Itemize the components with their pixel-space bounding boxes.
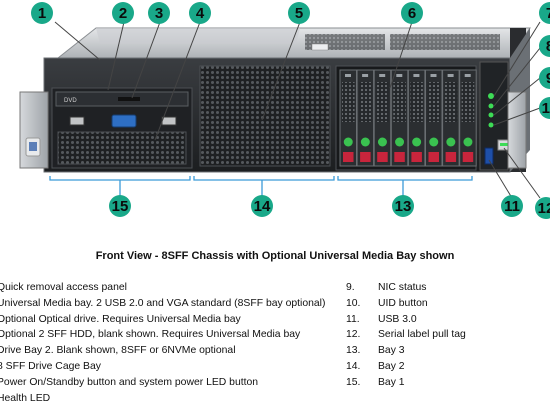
callout-9: 9 bbox=[539, 67, 550, 89]
legend-label: Bay 1 bbox=[378, 376, 405, 388]
callout-4: 4 bbox=[189, 2, 211, 24]
callout-label: 11 bbox=[504, 198, 520, 215]
callout-6: 6 bbox=[401, 2, 423, 24]
legend-number: 10. bbox=[346, 297, 361, 309]
legend-label: Serial label pull tag bbox=[378, 329, 466, 341]
callout-7: 7 bbox=[539, 2, 550, 24]
uid-button-icon[interactable] bbox=[488, 122, 494, 128]
sff-drive-carrier[interactable] bbox=[425, 69, 443, 167]
callout-10: 10 bbox=[539, 97, 550, 119]
legend-item-5: Drive Bay 2. Blank shown, 8SFF or 6NVMe … bbox=[0, 345, 236, 357]
callout-label: 13 bbox=[395, 198, 412, 215]
chassis-top bbox=[56, 27, 531, 59]
legend-number: 15. bbox=[346, 376, 361, 388]
svg-text:DVD: DVD bbox=[64, 98, 77, 104]
legend-item-10: 10. UID button bbox=[346, 296, 546, 312]
universal-media-bay: DVD bbox=[51, 87, 193, 169]
leader-lines bbox=[54, 21, 541, 199]
legend-number: 13. bbox=[346, 345, 361, 357]
callout-label: 6 bbox=[408, 5, 416, 22]
callout-label: 15 bbox=[112, 198, 129, 215]
legend-left: Quick removal access panel Universal Med… bbox=[0, 280, 332, 406]
callout-14: 14 bbox=[251, 195, 273, 217]
callout-label: 8 bbox=[546, 38, 550, 55]
legend-label: NIC status bbox=[378, 282, 427, 293]
callout-label: 3 bbox=[155, 5, 163, 22]
callout-label: 10 bbox=[542, 100, 550, 117]
right-rack-ear bbox=[507, 91, 527, 169]
callout-15: 15 bbox=[109, 195, 131, 217]
bay-brackets bbox=[49, 176, 473, 196]
legend-item-12: 12. Serial label pull tag bbox=[346, 327, 546, 343]
callout-2: 2 bbox=[112, 2, 134, 24]
sff-hdd-blank bbox=[57, 131, 187, 165]
usb-2-port-left bbox=[69, 116, 85, 126]
legend-item-14: 14. Bay 2 bbox=[346, 359, 546, 375]
legend-item-8: Health LED bbox=[0, 392, 51, 404]
callout-label: 9 bbox=[546, 70, 550, 87]
legend-item-4: Optional 2 SFF HDD, blank shown. Require… bbox=[0, 329, 301, 341]
legend-label: USB 3.0 bbox=[378, 313, 417, 325]
callout-label: 4 bbox=[196, 5, 205, 22]
sff-drive-carrier[interactable] bbox=[339, 69, 357, 167]
server-front-diagram: DVD bbox=[19, 2, 550, 219]
callout-11: 11 bbox=[501, 195, 523, 217]
legend-item-3: Optional Optical drive. Requires Univers… bbox=[0, 313, 241, 325]
sff-drive-carrier[interactable] bbox=[390, 69, 409, 167]
sff-drive-carrier[interactable] bbox=[459, 69, 477, 167]
callout-badges: 123456789101112131415 bbox=[31, 2, 550, 219]
legend-label: Bay 3 bbox=[378, 345, 405, 357]
usb-3-port bbox=[484, 147, 494, 165]
legend-item-9: 9. NIC status bbox=[346, 280, 546, 296]
legend-number: 12. bbox=[346, 329, 361, 341]
sff-drive-carrier[interactable] bbox=[373, 69, 392, 167]
legend-right: 9. NIC status 10. UID button 11. USB 3.0 12… bbox=[346, 280, 546, 391]
figure-caption: Front View - 8SFF Chassis with Optional … bbox=[95, 250, 455, 262]
sff-drive-carrier[interactable] bbox=[442, 69, 460, 167]
legend-item-7: Power On/Standby button and system power… bbox=[0, 376, 259, 388]
power-button-icon[interactable] bbox=[488, 93, 494, 99]
callout-12: 12 bbox=[535, 197, 550, 219]
sff-drive-carrier[interactable] bbox=[356, 69, 375, 167]
sff-drive-carrier[interactable] bbox=[407, 69, 426, 167]
drive-bay-2-blank bbox=[199, 65, 331, 167]
legend-item-15: 15. Bay 1 bbox=[346, 375, 546, 391]
legend-number: 11. bbox=[346, 313, 360, 325]
legend-item-2: Universal Media bay. 2 USB 2.0 and VGA s… bbox=[0, 297, 326, 309]
callout-label: 2 bbox=[119, 5, 127, 22]
vga-port bbox=[111, 114, 137, 128]
callout-label: 12 bbox=[538, 200, 550, 217]
callout-label: 1 bbox=[38, 5, 46, 22]
legend-label: Bay 2 bbox=[378, 360, 405, 372]
legend-label: UID button bbox=[378, 297, 428, 309]
legend-number: 9. bbox=[346, 282, 355, 293]
legend-item-13: 13. Bay 3 bbox=[346, 343, 546, 359]
callout-label: 14 bbox=[254, 198, 271, 215]
callout-8: 8 bbox=[539, 35, 550, 57]
callout-3: 3 bbox=[148, 2, 170, 24]
left-rack-ear bbox=[19, 91, 49, 169]
legend-item-6: 8 SFF Drive Cage Bay bbox=[0, 360, 101, 372]
legend-item-11: 11. USB 3.0 bbox=[346, 312, 546, 328]
right-control-panel bbox=[479, 61, 511, 171]
legend-item-1: Quick removal access panel bbox=[0, 282, 127, 293]
callout-label: 7 bbox=[546, 5, 550, 22]
callout-1: 1 bbox=[31, 2, 53, 24]
callout-5: 5 bbox=[288, 2, 310, 24]
usb-2-port-right bbox=[161, 116, 177, 126]
health-led-icon bbox=[488, 103, 494, 109]
callout-label: 5 bbox=[295, 5, 303, 22]
sff-drive-cage bbox=[335, 65, 477, 171]
callout-13: 13 bbox=[392, 195, 414, 217]
nic-status-led-icon bbox=[488, 112, 494, 118]
legend-number: 14. bbox=[346, 360, 361, 372]
